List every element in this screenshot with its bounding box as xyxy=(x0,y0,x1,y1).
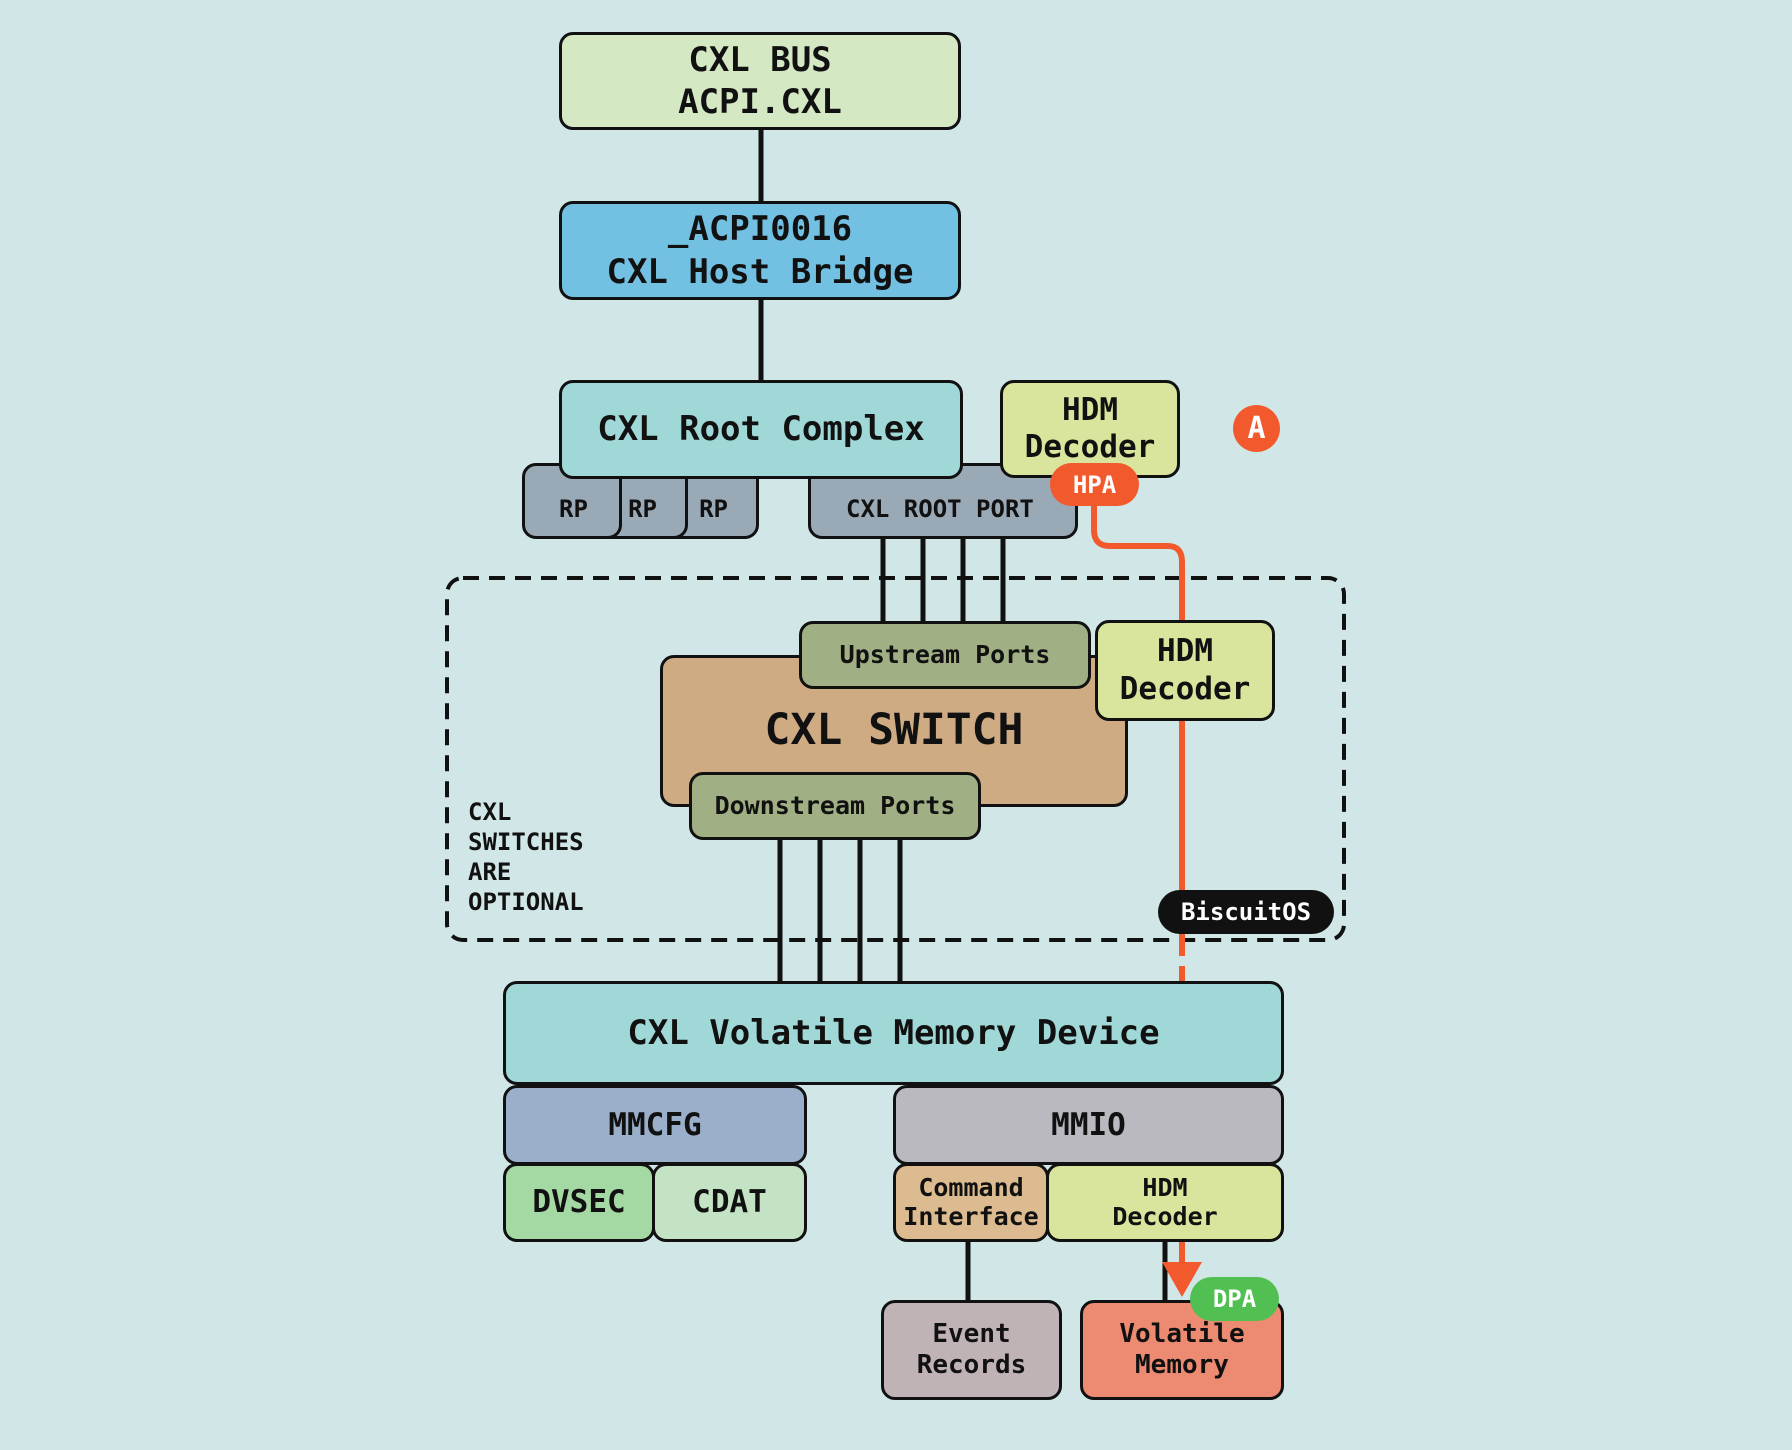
dvsec-node: DVSEC xyxy=(503,1163,655,1242)
root-port-3-label: RP xyxy=(699,495,728,523)
cdat-label: CDAT xyxy=(692,1184,767,1221)
switch-note-line2: SWITCHES xyxy=(468,828,584,856)
hdm-decoder-root-line1: HDM xyxy=(1062,391,1118,428)
hpa-badge: HPA xyxy=(1050,463,1139,506)
memory-device-label: CXL Volatile Memory Device xyxy=(627,1012,1160,1053)
host-bridge-name: CXL Host Bridge xyxy=(606,251,914,292)
memory-device-node: CXL Volatile Memory Device xyxy=(503,981,1284,1085)
volatile-memory-line1: Volatile xyxy=(1119,1318,1245,1349)
mmcfg-node: MMCFG xyxy=(503,1085,807,1165)
root-port-2-label: RP xyxy=(628,495,657,523)
biscuitos-watermark: BiscuitOS xyxy=(1158,890,1334,934)
mmio-label: MMIO xyxy=(1051,1106,1126,1143)
root-port-1-label: RP xyxy=(559,495,588,523)
downstream-to-device-links xyxy=(777,836,903,984)
hdm-decoder-device: HDM Decoder xyxy=(1046,1163,1284,1242)
hdm-decoder-device-line2: Decoder xyxy=(1112,1201,1218,1231)
host-bridge-id: _ACPI0016 xyxy=(667,209,853,249)
dpa-arrowhead xyxy=(1162,1262,1202,1297)
switch-note-line3: ARE xyxy=(468,858,512,886)
cxl-bus-node: CXL BUS ACPI.CXL xyxy=(559,32,961,130)
host-bridge-node: _ACPI0016 CXL Host Bridge xyxy=(559,201,961,300)
event-records-line1: Event xyxy=(932,1318,1011,1349)
root-complex-label: CXL Root Complex xyxy=(597,409,925,450)
switch-note-line4: OPTIONAL xyxy=(468,888,584,916)
command-interface-node: Command Interface xyxy=(893,1163,1049,1242)
volatile-memory-node: Volatile Memory xyxy=(1080,1300,1284,1400)
command-interface-line1: Command xyxy=(918,1172,1024,1202)
volatile-memory-line2: Memory xyxy=(1135,1350,1229,1380)
cxl-root-port-label: CXL ROOT PORT xyxy=(846,495,1034,523)
mmcfg-label: MMCFG xyxy=(608,1106,702,1143)
upstream-ports: Upstream Ports xyxy=(799,621,1091,689)
upstream-ports-label: Upstream Ports xyxy=(839,640,1051,670)
hdm-decoder-switch: HDM Decoder xyxy=(1095,620,1275,721)
hdm-decoder-root-line2: Decoder xyxy=(1024,429,1156,465)
switch-note-line1: CXL xyxy=(468,798,512,826)
command-interface-line2: Interface xyxy=(903,1201,1039,1231)
hdm-decoder-root: HDM Decoder xyxy=(1000,380,1180,478)
dvsec-label: DVSEC xyxy=(532,1184,626,1221)
switch-optional-note: CXL SWITCHES ARE OPTIONAL xyxy=(468,797,584,917)
cxl-bus-title: CXL BUS xyxy=(688,39,832,80)
event-records-line2: Records xyxy=(916,1350,1027,1380)
dpa-badge: DPA xyxy=(1190,1277,1279,1321)
cxl-switch-label: CXL SWITCH xyxy=(764,705,1024,756)
downstream-ports: Downstream Ports xyxy=(689,772,981,840)
marker-a-badge: A xyxy=(1233,405,1280,452)
root-complex-node: CXL Root Complex xyxy=(559,380,963,479)
mmio-node: MMIO xyxy=(893,1085,1284,1165)
cxl-bus-subtitle: ACPI.CXL xyxy=(678,82,842,122)
event-records-node: Event Records xyxy=(881,1300,1062,1400)
hdm-decoder-device-line1: HDM xyxy=(1142,1172,1188,1202)
downstream-ports-label: Downstream Ports xyxy=(714,791,956,821)
cdat-node: CDAT xyxy=(652,1163,807,1242)
hdm-decoder-switch-line2: Decoder xyxy=(1119,670,1251,707)
optional-switch-region xyxy=(445,576,1346,942)
hdm-decoder-switch-line1: HDM xyxy=(1157,633,1213,670)
hpa-path xyxy=(1091,505,1185,940)
